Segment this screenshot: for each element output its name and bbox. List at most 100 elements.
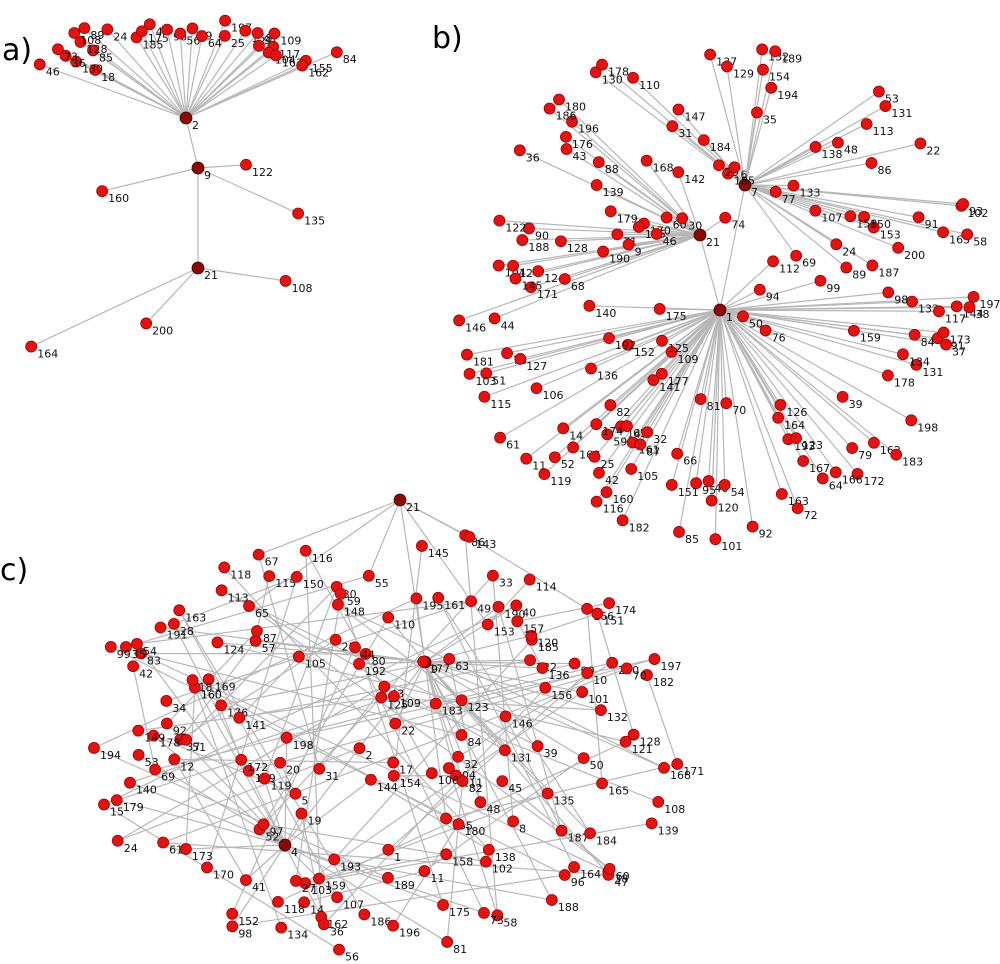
network-node: [555, 235, 567, 248]
edge: [596, 309, 721, 502]
node-label: 170: [213, 868, 234, 881]
node-label: 38: [976, 308, 990, 321]
node-label: 99: [826, 282, 840, 295]
node-label: 84: [921, 336, 935, 349]
network-node: [218, 29, 231, 42]
network-node: [488, 312, 501, 325]
edge: [424, 661, 665, 769]
network-node: [693, 228, 707, 242]
network-node: [648, 653, 661, 665]
network-node: [560, 130, 572, 143]
node-label: 61: [506, 439, 520, 452]
network-node: [387, 919, 399, 932]
node-label: 159: [325, 880, 346, 893]
edge: [256, 575, 270, 632]
edge: [424, 661, 457, 776]
node-label: 64: [829, 479, 843, 492]
node-label: 176: [572, 138, 593, 151]
network-node: [364, 773, 377, 786]
network-node: [759, 324, 772, 337]
node-label: 89: [852, 269, 866, 282]
node-label: 145: [521, 280, 542, 293]
node-label: 106: [438, 774, 459, 787]
edge: [149, 24, 187, 119]
node-label: 36: [526, 151, 540, 164]
node-label: 197: [980, 298, 1000, 311]
edge: [424, 661, 543, 669]
edge: [744, 184, 847, 268]
node-label: 21: [204, 269, 218, 282]
node-label: 180: [565, 101, 586, 114]
edge: [305, 550, 433, 774]
node-label: 113: [873, 125, 894, 138]
edge: [492, 575, 514, 822]
node-label: 14: [569, 429, 583, 442]
edge: [726, 66, 746, 186]
edge: [437, 597, 591, 834]
network-node: [694, 393, 707, 406]
network-node: [830, 238, 843, 251]
node-label: 109: [280, 35, 301, 48]
edge: [719, 309, 939, 312]
node-label: 54: [143, 645, 157, 658]
network-node: [912, 211, 925, 224]
node-label: 141: [659, 381, 680, 394]
network-node: [278, 838, 292, 852]
node-label: 35: [763, 114, 777, 127]
network-node: [772, 411, 785, 424]
network-node: [87, 44, 99, 57]
edge: [525, 309, 721, 460]
network-node: [510, 599, 523, 612]
node-label: 175: [666, 310, 687, 323]
node-label: 118: [284, 903, 305, 916]
node-label: 11: [532, 460, 546, 473]
network-node: [553, 93, 565, 106]
node-label: 56: [345, 951, 359, 964]
network-node: [441, 936, 454, 948]
node-label: 27: [302, 882, 316, 895]
node-label: 144: [377, 781, 398, 794]
node-label: 36: [330, 925, 344, 938]
network-node: [787, 179, 800, 192]
node-label: 119: [271, 780, 292, 793]
network-node: [671, 758, 684, 770]
node-label: 51: [492, 374, 506, 387]
network-node: [455, 729, 468, 741]
node-label: 107: [821, 212, 842, 225]
node-label: 42: [605, 474, 619, 487]
network-node: [253, 39, 265, 52]
network-node: [120, 641, 132, 653]
network-node: [492, 600, 505, 613]
node-label: 164: [784, 419, 805, 432]
network-node: [603, 597, 616, 610]
edge: [719, 309, 837, 473]
network-node: [191, 261, 205, 275]
network-node: [89, 64, 102, 76]
edge: [160, 626, 424, 663]
node-label: 84: [343, 53, 357, 66]
node-label: 158: [856, 217, 877, 230]
network-node: [616, 514, 629, 527]
edge: [719, 309, 781, 406]
network-node: [836, 390, 849, 403]
edge: [192, 679, 459, 825]
network-node: [59, 49, 72, 62]
edge: [744, 184, 816, 212]
network-node: [378, 680, 391, 693]
network-node: [897, 348, 909, 361]
edge: [719, 309, 858, 475]
edge: [387, 672, 588, 851]
node-label: 30: [688, 219, 702, 232]
node-label: 73: [64, 50, 78, 63]
edge: [263, 778, 286, 846]
node-label: 116: [603, 503, 624, 516]
network-node: [493, 214, 506, 227]
node-label: 9: [204, 169, 211, 182]
node-label: 51: [192, 741, 206, 754]
network-node: [296, 59, 309, 72]
node-label: 19: [307, 815, 321, 828]
network-node: [290, 875, 302, 887]
network-node: [520, 452, 533, 465]
node-label: 139: [603, 186, 624, 199]
edge: [558, 99, 701, 236]
